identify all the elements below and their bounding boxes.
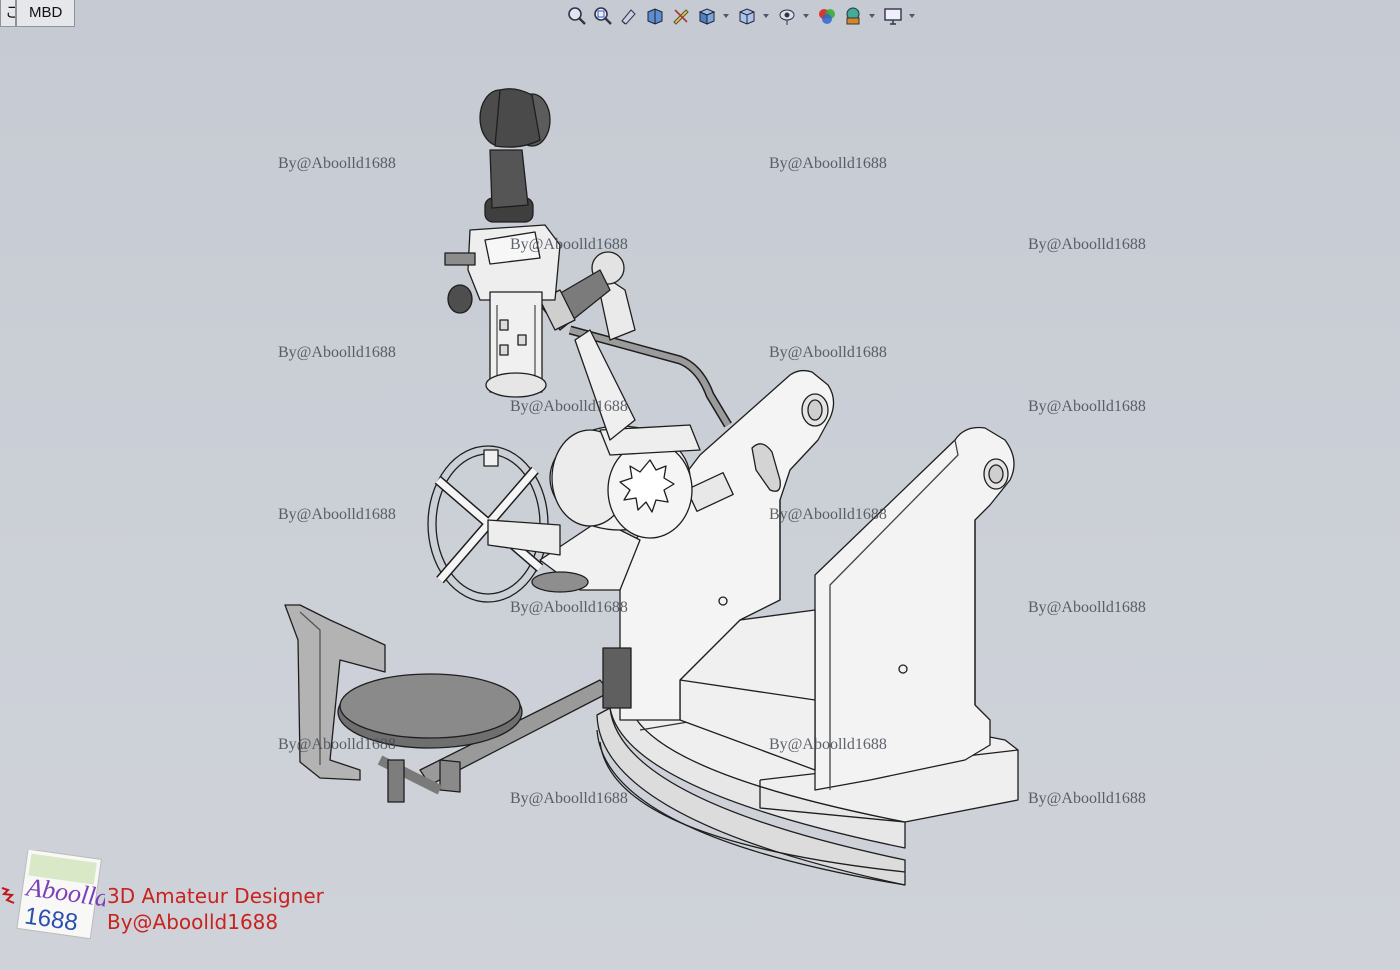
watermark-text: By@Aboolld1688 [1028,790,1146,807]
heads-up-view-toolbar [566,4,922,28]
watermark-text: By@Aboolld1688 [278,506,396,523]
chevron-down-icon[interactable] [722,5,730,27]
watermark-text: By@Aboolld1688 [769,155,887,172]
tab-cut-off[interactable]: こ [0,0,16,27]
apply-scene-icon[interactable] [842,5,864,27]
previous-view-icon[interactable] [618,5,640,27]
view-orientation-icon[interactable] [696,5,718,27]
watermark-text: By@Aboolld1688 [769,736,887,753]
tab-bar: こ MBD [0,0,76,28]
watermark-text: By@Aboolld1688 [510,790,628,807]
zoom-to-area-icon[interactable] [592,5,614,27]
watermark-text: By@Aboolld1688 [769,344,887,361]
dynamic-annotation-icon[interactable] [670,5,692,27]
chevron-down-icon[interactable] [802,5,810,27]
watermark-text: By@Aboolld1688 [1028,236,1146,253]
section-view-icon[interactable] [644,5,666,27]
aboolld-logo: Aboolld 1688 [1,850,105,940]
display-style-icon[interactable] [736,5,758,27]
watermark-text: By@Aboolld1688 [510,398,628,415]
hide-show-items-icon[interactable] [776,5,798,27]
watermark-text: By@Aboolld1688 [510,599,628,616]
view-settings-icon[interactable] [882,5,904,27]
watermark-text: By@Aboolld1688 [1028,398,1146,415]
brand-handle: By@Aboolld1688 [107,910,279,934]
brand-title: 3D Amateur Designer [107,884,324,908]
chevron-down-icon[interactable] [762,5,770,27]
chevron-down-icon[interactable] [908,5,916,27]
watermark-text: By@Aboolld1688 [278,344,396,361]
watermark-text: By@Aboolld1688 [769,506,887,523]
watermark-text: By@Aboolld1688 [510,236,628,253]
chevron-down-icon[interactable] [868,5,876,27]
watermark-text: By@Aboolld1688 [278,736,396,753]
zoom-to-fit-icon[interactable] [566,5,588,27]
tab-mbd[interactable]: MBD [16,0,76,27]
watermark-text: By@Aboolld1688 [1028,599,1146,616]
watermark-text: By@Aboolld1688 [278,155,396,172]
edit-appearance-icon[interactable] [816,5,838,27]
